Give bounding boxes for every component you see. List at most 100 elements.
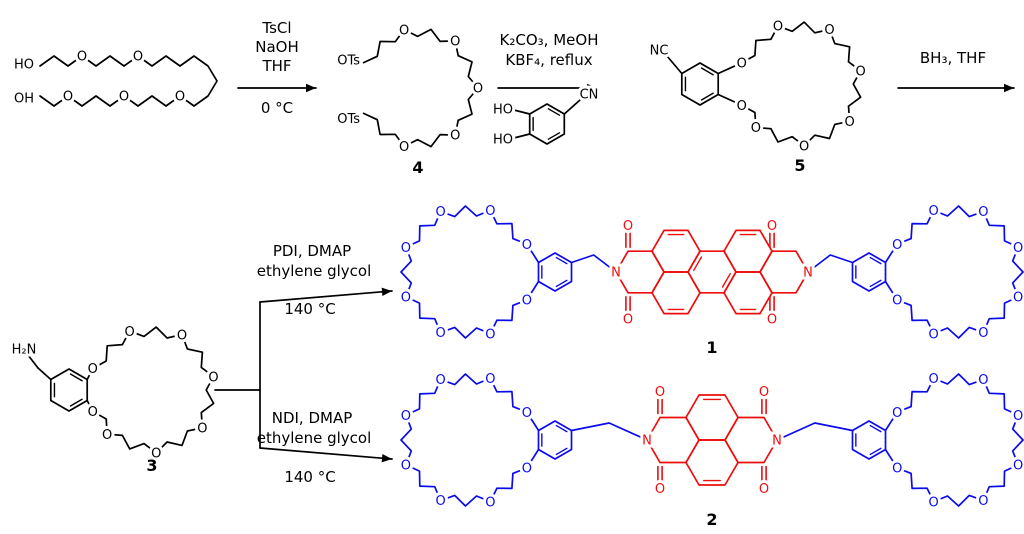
svg-text:O: O bbox=[473, 82, 483, 97]
svg-text:O: O bbox=[401, 291, 411, 306]
svg-text:N: N bbox=[772, 434, 782, 449]
reaction-arrows bbox=[237, 83, 1015, 93]
svg-text:O: O bbox=[892, 294, 902, 309]
condition-140c-2: 140 °C bbox=[284, 468, 335, 486]
svg-text:O: O bbox=[450, 129, 460, 144]
svg-text:O: O bbox=[77, 50, 87, 65]
svg-text:O: O bbox=[892, 462, 902, 477]
svg-text:O: O bbox=[399, 140, 409, 155]
compound-1-number: 1 bbox=[706, 338, 717, 357]
svg-text:N: N bbox=[611, 266, 621, 281]
svg-text:O: O bbox=[1013, 409, 1023, 424]
svg-text:O: O bbox=[63, 90, 73, 105]
reagent-k2co3-meoh: K₂CO₃, MeOH bbox=[500, 31, 599, 49]
svg-text:O: O bbox=[485, 372, 495, 387]
svg-text:O: O bbox=[177, 328, 187, 343]
svg-text:O: O bbox=[737, 56, 747, 71]
svg-text:O: O bbox=[892, 238, 902, 253]
svg-text:O: O bbox=[655, 482, 665, 497]
svg-text:O: O bbox=[1013, 241, 1023, 256]
svg-text:O: O bbox=[151, 447, 161, 462]
svg-text:O: O bbox=[450, 35, 460, 50]
reagent-ethylene-glycol-1: ethylene glycol bbox=[257, 262, 372, 280]
svg-text:N: N bbox=[642, 434, 652, 449]
svg-text:O: O bbox=[1013, 459, 1023, 474]
svg-text:O: O bbox=[737, 99, 747, 114]
svg-text:O: O bbox=[399, 23, 409, 38]
svg-text:O: O bbox=[655, 385, 665, 400]
svg-text:O: O bbox=[88, 362, 98, 377]
svg-text:O: O bbox=[175, 90, 185, 105]
svg-text:O: O bbox=[767, 312, 777, 327]
svg-text:HO: HO bbox=[493, 133, 513, 148]
svg-text:O: O bbox=[485, 204, 495, 219]
svg-text:O: O bbox=[759, 385, 769, 400]
compound-2-number: 2 bbox=[706, 510, 717, 529]
svg-text:O: O bbox=[751, 121, 761, 136]
reagent-thf: THF bbox=[261, 57, 291, 75]
svg-text:O: O bbox=[435, 494, 445, 509]
svg-text:O: O bbox=[102, 428, 112, 443]
svg-text:O: O bbox=[401, 459, 411, 474]
reagent-labels: TsCl NaOH THF 0 °C K₂CO₃, MeOH KBF₄, ref… bbox=[255, 19, 986, 486]
svg-text:O: O bbox=[623, 219, 633, 234]
svg-text:O: O bbox=[799, 140, 809, 155]
svg-text:O: O bbox=[978, 205, 988, 220]
svg-text:O: O bbox=[88, 405, 98, 420]
svg-text:OTs: OTs bbox=[337, 53, 360, 68]
svg-text:O: O bbox=[978, 494, 988, 509]
svg-text:O: O bbox=[401, 409, 411, 424]
svg-text:O: O bbox=[759, 482, 769, 497]
svg-text:O: O bbox=[929, 204, 939, 219]
svg-text:O: O bbox=[623, 312, 633, 327]
svg-text:O: O bbox=[824, 23, 834, 38]
svg-text:O: O bbox=[485, 327, 495, 342]
svg-text:O: O bbox=[929, 372, 939, 387]
reagent-ethylene-glycol-2: ethylene glycol bbox=[257, 429, 372, 447]
svg-text:O: O bbox=[119, 90, 129, 105]
compound-4-number: 4 bbox=[412, 158, 423, 177]
svg-text:O: O bbox=[435, 373, 445, 388]
svg-text:O: O bbox=[522, 462, 532, 477]
svg-text:N: N bbox=[803, 266, 813, 281]
svg-text:H₂N: H₂N bbox=[12, 343, 37, 358]
condition-140c-1: 140 °C bbox=[284, 300, 335, 318]
svg-text:OH: OH bbox=[14, 92, 34, 107]
reagent-pdi-dmap: PDI, DMAP bbox=[273, 242, 351, 260]
svg-text:O: O bbox=[522, 406, 532, 421]
svg-text:OTs: OTs bbox=[337, 112, 360, 127]
compound-3-number: 3 bbox=[146, 456, 157, 475]
svg-text:O: O bbox=[844, 115, 854, 130]
svg-text:O: O bbox=[855, 64, 865, 79]
svg-text:O: O bbox=[522, 294, 532, 309]
svg-text:O: O bbox=[197, 422, 207, 437]
svg-text:HO: HO bbox=[493, 103, 513, 118]
condition-0c: 0 °C bbox=[261, 99, 293, 117]
reagent-bh3-thf: BH₃, THF bbox=[920, 49, 986, 67]
svg-text:O: O bbox=[435, 326, 445, 341]
compound-5-number: 5 bbox=[794, 156, 805, 175]
svg-text:O: O bbox=[767, 219, 777, 234]
structure-catechol-nitrile: HO HO CN bbox=[490, 85, 601, 151]
reagent-kbf4-reflux: KBF₄, reflux bbox=[505, 51, 592, 69]
svg-text:O: O bbox=[485, 495, 495, 510]
svg-text:NC: NC bbox=[650, 44, 669, 59]
svg-text:O: O bbox=[773, 20, 783, 35]
svg-text:HO: HO bbox=[14, 58, 34, 73]
svg-text:O: O bbox=[208, 370, 218, 385]
svg-text:O: O bbox=[978, 373, 988, 388]
svg-text:O: O bbox=[522, 238, 532, 253]
svg-text:CN: CN bbox=[580, 88, 599, 103]
reagent-ndi-dmap: NDI, DMAP bbox=[272, 409, 353, 427]
branch-arrows bbox=[214, 287, 393, 463]
svg-text:O: O bbox=[401, 241, 411, 256]
svg-text:O: O bbox=[892, 406, 902, 421]
